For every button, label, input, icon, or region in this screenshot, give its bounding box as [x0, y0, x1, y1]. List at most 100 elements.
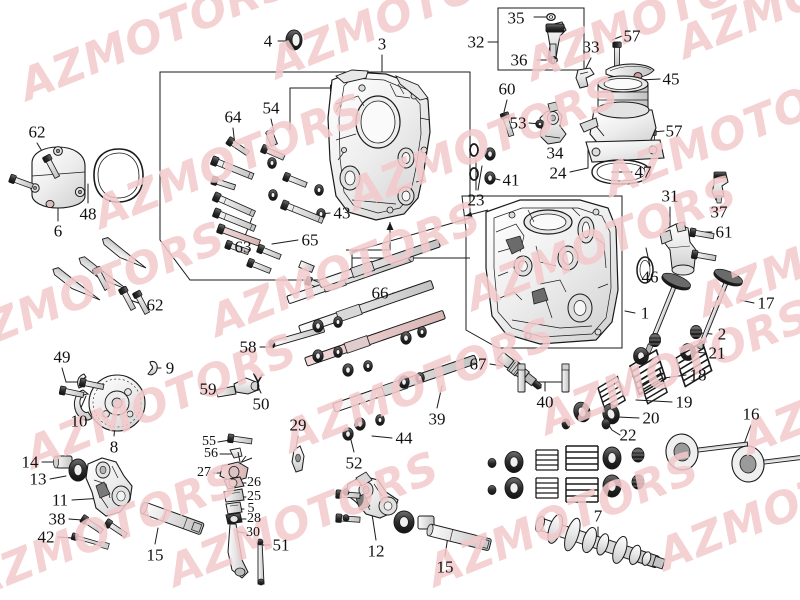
callout-number-39[interactable]: 39: [428, 409, 446, 429]
callout-number-46[interactable]: 46: [641, 267, 659, 287]
callout-number-56[interactable]: 56: [204, 446, 218, 461]
callout-number-13[interactable]: 13: [29, 469, 47, 489]
part-12-rocker-arm-assembly: [335, 471, 435, 534]
part-16-exhaust-valves: [665, 433, 800, 483]
callout-number-51[interactable]: 51: [272, 535, 290, 555]
part-30-push-rod: [227, 523, 249, 579]
part-23-cylinder-head: [485, 199, 619, 345]
callout-number-3[interactable]: 3: [377, 34, 387, 54]
callout-number-63[interactable]: 63: [234, 237, 252, 257]
callout-number-23[interactable]: 23: [467, 190, 485, 210]
callout-number-45[interactable]: 45: [662, 69, 680, 89]
callout-number-55[interactable]: 55: [202, 434, 216, 449]
part-24-throttle-body: [579, 75, 665, 163]
callout-number-65[interactable]: 65: [301, 230, 319, 250]
callout-number-20[interactable]: 20: [642, 408, 660, 428]
part-63-head-bolts: [216, 223, 261, 257]
callout-number-60[interactable]: 60: [498, 79, 516, 99]
callout-number-1[interactable]: 1: [640, 303, 650, 323]
part-50-cotter-pin: [253, 373, 263, 391]
part-46-o-ring: [636, 256, 654, 284]
group-outline-23: [461, 195, 623, 349]
callout-number-15[interactable]: 15: [436, 557, 454, 577]
callout-number-43[interactable]: 43: [333, 203, 351, 223]
callout-number-5[interactable]: 5: [247, 501, 255, 516]
callout-number-10[interactable]: 10: [70, 411, 88, 431]
callout-number-28[interactable]: 28: [247, 511, 261, 526]
callout-number-19[interactable]: 19: [675, 392, 693, 412]
callout-number-16[interactable]: 16: [742, 404, 760, 424]
part-47-throttle-gasket: [591, 159, 651, 185]
callout-number-9[interactable]: 9: [165, 358, 175, 378]
callout-number-50[interactable]: 50: [252, 394, 270, 414]
callout-number-52[interactable]: 52: [345, 453, 363, 473]
callout-number-7[interactable]: 7: [593, 506, 603, 526]
callout-number-57[interactable]: 57: [665, 121, 683, 141]
part-11-tensioner-arm: [85, 457, 133, 517]
part-27-decomp-lever: [219, 455, 253, 483]
part-54-dowel-pin: [265, 129, 278, 147]
part-22-valve-cotters: [561, 418, 611, 430]
part-14-collar: [53, 455, 73, 469]
callout-number-44[interactable]: 44: [395, 428, 413, 448]
callout-number-62[interactable]: 62: [146, 295, 164, 315]
callout-number-36[interactable]: 36: [510, 50, 528, 70]
callout-number-40[interactable]: 40: [536, 392, 554, 412]
part-9-retainer-clip: [147, 361, 158, 376]
part-group-spring-seat-row: [487, 445, 645, 503]
callout-number-29[interactable]: 29: [289, 415, 307, 435]
callout-number-8[interactable]: 8: [109, 437, 119, 457]
callout-number-4[interactable]: 4: [263, 31, 273, 51]
callout-number-22[interactable]: 22: [619, 425, 637, 445]
part-31-thermostat-housing: [659, 221, 697, 276]
callout-number-62[interactable]: 62: [28, 122, 46, 142]
callout-number-61[interactable]: 61: [715, 222, 733, 242]
callout-number-49[interactable]: 49: [53, 347, 71, 367]
part-15-pin-left: [140, 501, 205, 535]
callout-number-25[interactable]: 25: [247, 489, 261, 504]
callout-number-38[interactable]: 38: [48, 509, 66, 529]
part-66-rocker-shaft-upper2: [318, 239, 441, 288]
callout-number-42[interactable]: 42: [37, 527, 55, 547]
part-48-cover-gasket: [93, 148, 144, 203]
callout-number-35[interactable]: 35: [507, 8, 525, 28]
callout-number-64[interactable]: 64: [224, 107, 242, 127]
callout-number-24[interactable]: 24: [549, 163, 567, 183]
group-outline-3: [159, 71, 471, 281]
callout-number-66[interactable]: 66: [371, 283, 389, 303]
part-34-rocker-arm: [539, 101, 567, 145]
callout-number-2[interactable]: 2: [717, 324, 727, 344]
part-23-o-rings: [469, 143, 479, 181]
callout-number-48[interactable]: 48: [79, 204, 97, 224]
part-4-oil-seal: [285, 29, 303, 51]
part-58-shaft-pin: [268, 326, 325, 349]
callout-number-11[interactable]: 11: [51, 490, 69, 510]
callout-number-53[interactable]: 53: [509, 113, 527, 133]
callout-number-14[interactable]: 14: [21, 452, 39, 472]
part-42-long-bolt: [70, 532, 110, 550]
callout-number-32[interactable]: 32: [467, 32, 485, 52]
callout-number-58[interactable]: 58: [239, 337, 257, 357]
callout-number-57[interactable]: 57: [623, 26, 641, 46]
callout-number-37[interactable]: 37: [710, 202, 728, 222]
callout-number-34[interactable]: 34: [546, 143, 564, 163]
callout-number-17[interactable]: 17: [757, 293, 775, 313]
callout-number-18[interactable]: 18: [689, 365, 707, 385]
callout-number-21[interactable]: 21: [708, 343, 726, 363]
callout-number-67[interactable]: 67: [469, 354, 487, 374]
callout-number-54[interactable]: 54: [262, 98, 280, 118]
callout-number-15[interactable]: 15: [146, 545, 164, 565]
callout-number-12[interactable]: 12: [367, 541, 385, 561]
callout-number-33[interactable]: 33: [582, 37, 600, 57]
callout-number-26[interactable]: 26: [247, 475, 261, 490]
callout-number-47[interactable]: 47: [634, 162, 652, 182]
part-33-cable-bracket: [575, 67, 595, 89]
callout-number-30[interactable]: 30: [246, 525, 260, 540]
callout-number-6[interactable]: 6: [53, 221, 63, 241]
callout-number-27[interactable]: 27: [197, 465, 211, 480]
callout-number-41[interactable]: 41: [502, 170, 520, 190]
callout-number-59[interactable]: 59: [199, 379, 217, 399]
callout-number-31[interactable]: 31: [661, 186, 679, 206]
